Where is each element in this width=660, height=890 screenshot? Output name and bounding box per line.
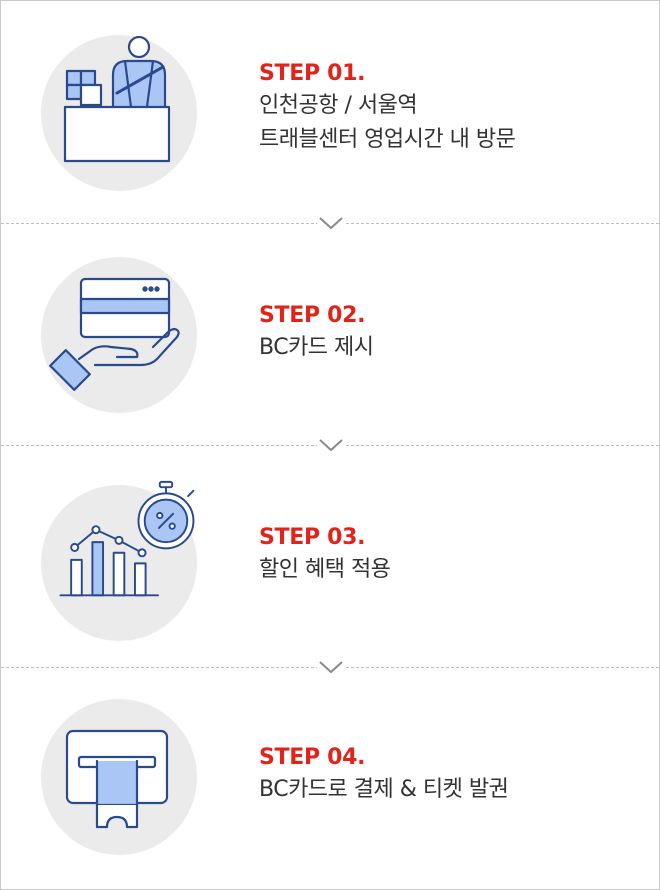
step-desc-line: BC카드 제시 bbox=[259, 335, 374, 360]
step-desc-line: 트래블센터 영업시간 내 방문 bbox=[259, 127, 516, 152]
step-label: STEP 04. bbox=[259, 745, 366, 770]
step-desc-line: BC카드로 결제 & 티켓 발권 bbox=[259, 777, 509, 802]
card-in-hand-icon bbox=[49, 277, 180, 391]
step-4: STEP 04. BC카드로 결제 & 티켓 발권 bbox=[1, 667, 659, 889]
discount-chart-icon bbox=[59, 480, 195, 597]
step-3-text: STEP 03. 할인 혜택 적용 bbox=[259, 523, 391, 587]
chevron-down-icon bbox=[317, 437, 345, 453]
step-2: STEP 02. BC카드 제시 bbox=[1, 223, 659, 445]
step-1: STEP 01. 인천공항 / 서울역 트래블센터 영업시간 내 방문 bbox=[1, 1, 659, 223]
step-label: STEP 01. bbox=[259, 61, 366, 86]
step-2-text: STEP 02. BC카드 제시 bbox=[259, 301, 374, 365]
step-3: STEP 03. 할인 혜택 적용 bbox=[1, 445, 659, 667]
step-1-text: STEP 01. 인천공항 / 서울역 트래블센터 영업시간 내 방문 bbox=[259, 59, 516, 157]
step-label: STEP 03. bbox=[259, 525, 366, 550]
step-desc-line: 할인 혜택 적용 bbox=[259, 557, 391, 582]
ticket-machine-icon bbox=[65, 729, 169, 829]
staff-desk-icon bbox=[63, 35, 171, 163]
step-4-text: STEP 04. BC카드로 결제 & 티켓 발권 bbox=[259, 743, 509, 807]
step-desc-line: 인천공항 / 서울역 bbox=[259, 93, 418, 118]
chevron-down-icon bbox=[317, 215, 345, 231]
chevron-down-icon bbox=[317, 659, 345, 675]
step-label: STEP 02. bbox=[259, 303, 366, 328]
